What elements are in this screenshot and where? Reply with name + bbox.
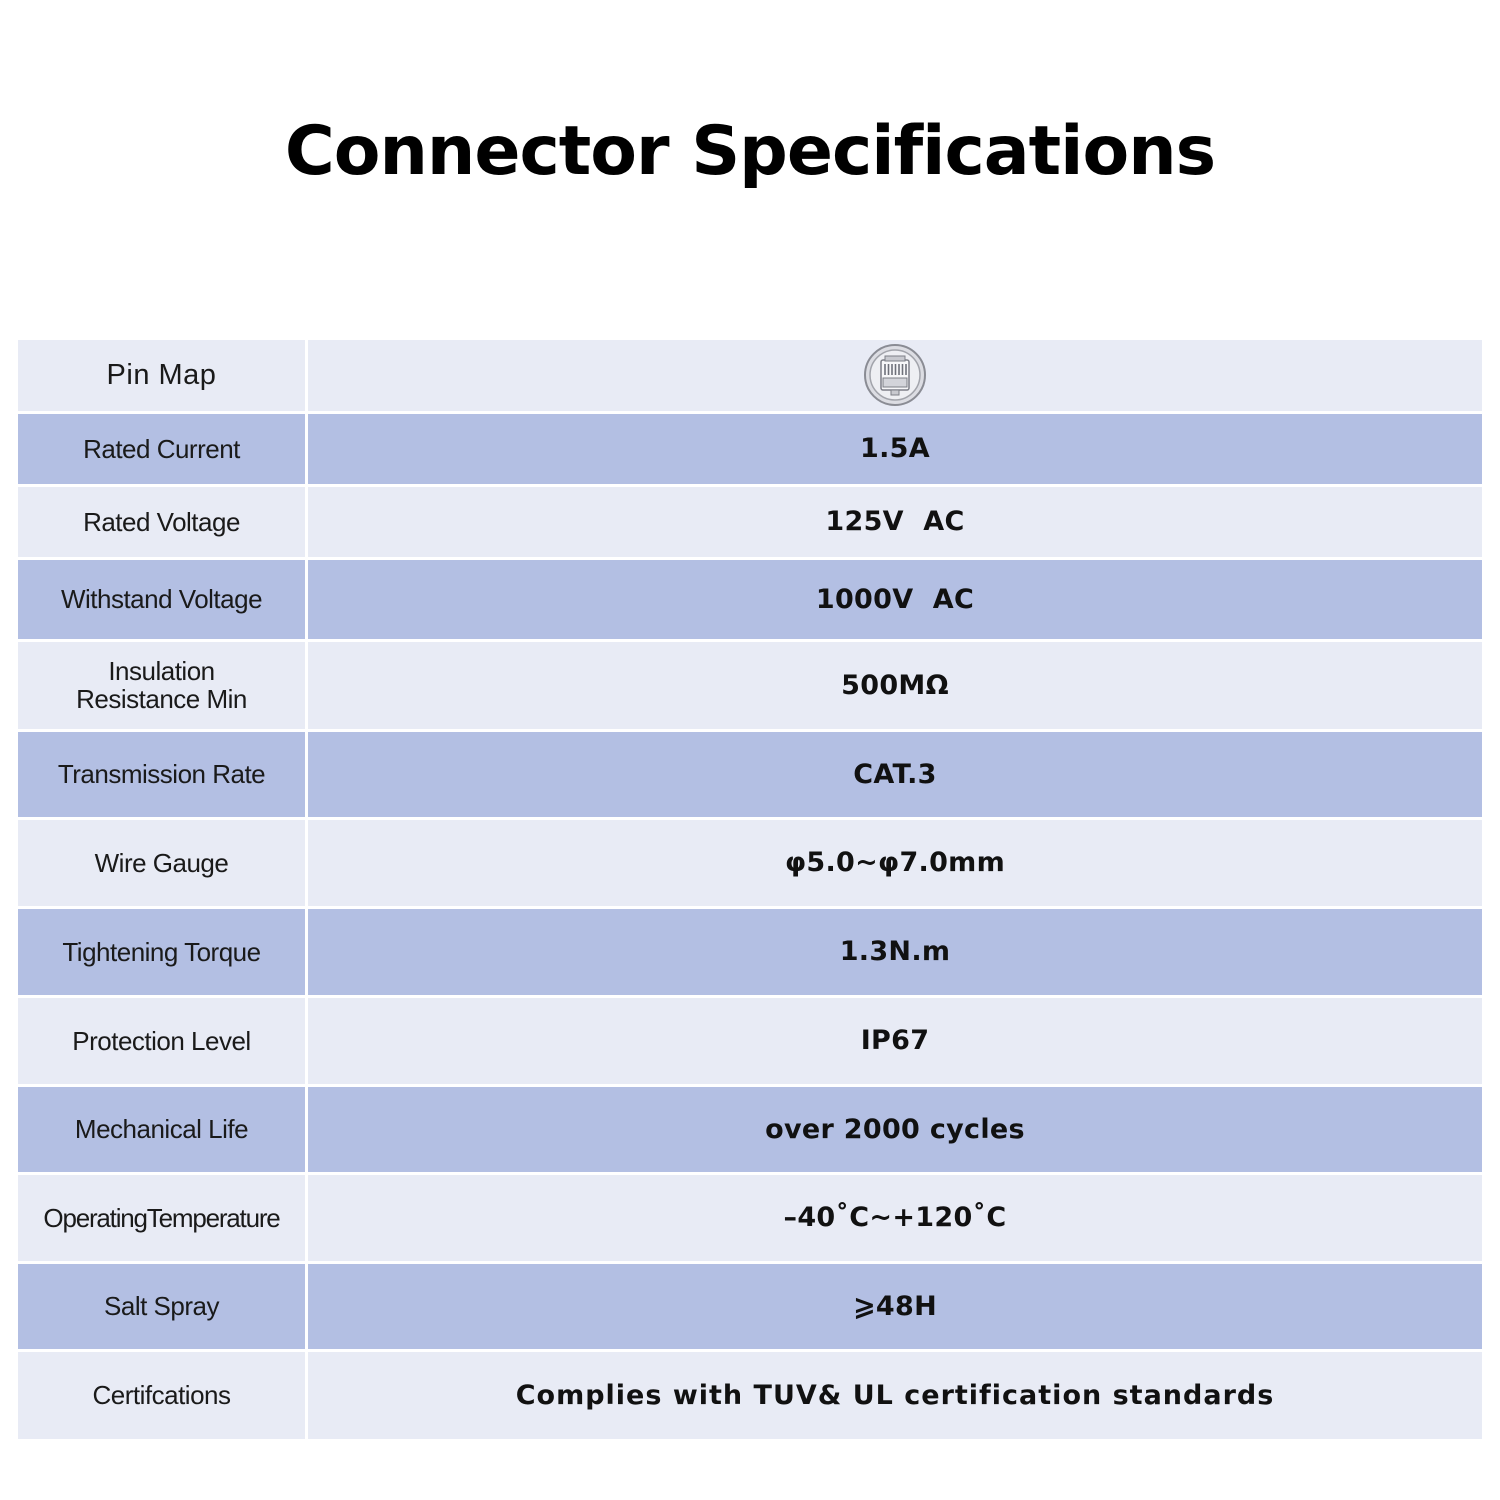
spec-label: Pin Map: [18, 340, 308, 412]
pin-map-icon: [864, 344, 926, 407]
spec-label: Mechanical Life: [18, 1083, 308, 1173]
spec-table: Pin Map: [18, 340, 1482, 1439]
spec-row-salt-spray: Salt Spray ⩾48H: [18, 1260, 1482, 1350]
spec-label: Certifcations: [18, 1348, 308, 1439]
spec-row-mechanical-life: Mechanical Life over 2000 cycles: [18, 1083, 1482, 1173]
spec-value: CAT.3: [306, 728, 1482, 818]
spec-value: [306, 340, 1482, 412]
spec-label: Withstand Voltage: [18, 556, 308, 640]
spec-row-rated-voltage: Rated Voltage 125V AC: [18, 483, 1482, 558]
spec-row-tightening-torque: Tightening Torque 1.3N.m: [18, 905, 1482, 996]
spec-label: Rated Current: [18, 410, 308, 485]
spec-row-pin-map: Pin Map: [18, 340, 1482, 412]
spec-label: Salt Spray: [18, 1260, 308, 1350]
spec-row-protection-level: Protection Level IP67: [18, 994, 1482, 1085]
spec-label: Tightening Torque: [18, 905, 308, 996]
spec-value: φ5.0~φ7.0mm: [306, 816, 1482, 907]
spec-row-withstand-voltage: Withstand Voltage 1000V AC: [18, 556, 1482, 640]
spec-value: 1000V AC: [306, 556, 1482, 640]
spec-row-certifications: Certifcations Complies with TUV& UL cert…: [18, 1348, 1482, 1439]
spec-value: 1.5A: [306, 410, 1482, 485]
spec-value: 1.3N.m: [306, 905, 1482, 996]
spec-label: Insulation Resistance Min: [18, 638, 308, 730]
spec-value: Complies with TUV& UL certification stan…: [306, 1348, 1482, 1439]
spec-label: Rated Voltage: [18, 483, 308, 558]
page-title: Connector Specifications: [284, 112, 1216, 191]
spec-row-transmission-rate: Transmission Rate CAT.3: [18, 728, 1482, 818]
spec-row-operating-temperature: OperatingTemperature –40˚C~+120˚C: [18, 1171, 1482, 1262]
spec-value: 500MΩ: [306, 638, 1482, 730]
spec-value: IP67: [306, 994, 1482, 1085]
spec-row-insulation-resistance: Insulation Resistance Min 500MΩ: [18, 638, 1482, 730]
spec-label: Transmission Rate: [18, 728, 308, 818]
spec-row-wire-gauge: Wire Gauge φ5.0~φ7.0mm: [18, 816, 1482, 907]
spec-value: 125V AC: [306, 483, 1482, 558]
spec-label: OperatingTemperature: [18, 1171, 308, 1262]
spec-label: Protection Level: [18, 994, 308, 1085]
spec-value: ⩾48H: [306, 1260, 1482, 1350]
spec-value: over 2000 cycles: [306, 1083, 1482, 1173]
spec-row-rated-current: Rated Current 1.5A: [18, 410, 1482, 485]
spec-value: –40˚C~+120˚C: [306, 1171, 1482, 1262]
spec-label: Wire Gauge: [18, 816, 308, 907]
